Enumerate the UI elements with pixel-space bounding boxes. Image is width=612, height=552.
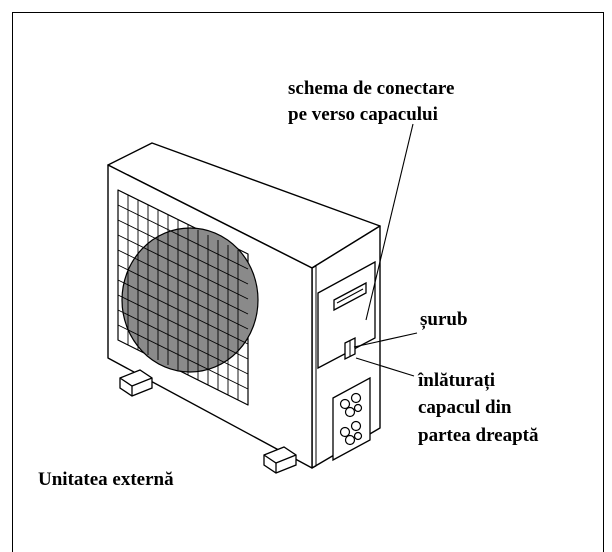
label-wiring-diagram-line2: pe verso capacului [288,104,438,125]
figure-frame [12,12,604,552]
caption-outdoor-unit: Unitatea externă [38,469,174,490]
leader-lines [353,123,418,377]
grille-lines [117,195,249,400]
unit-feet [119,369,297,474]
service-valves [339,392,363,446]
label-screw: șurub [420,309,468,330]
label-remove-cover-line2: capacul din [418,397,512,418]
side-panel-details [317,260,376,462]
leader-remove-cover [355,357,415,377]
leader-screw [353,332,418,348]
label-wiring-diagram-line1: schema de conectare [288,78,454,99]
leader-wiring-diagram [365,123,414,321]
label-remove-cover-line3: partea dreaptă [418,425,539,446]
label-remove-cover-line1: înlăturați [417,370,495,391]
